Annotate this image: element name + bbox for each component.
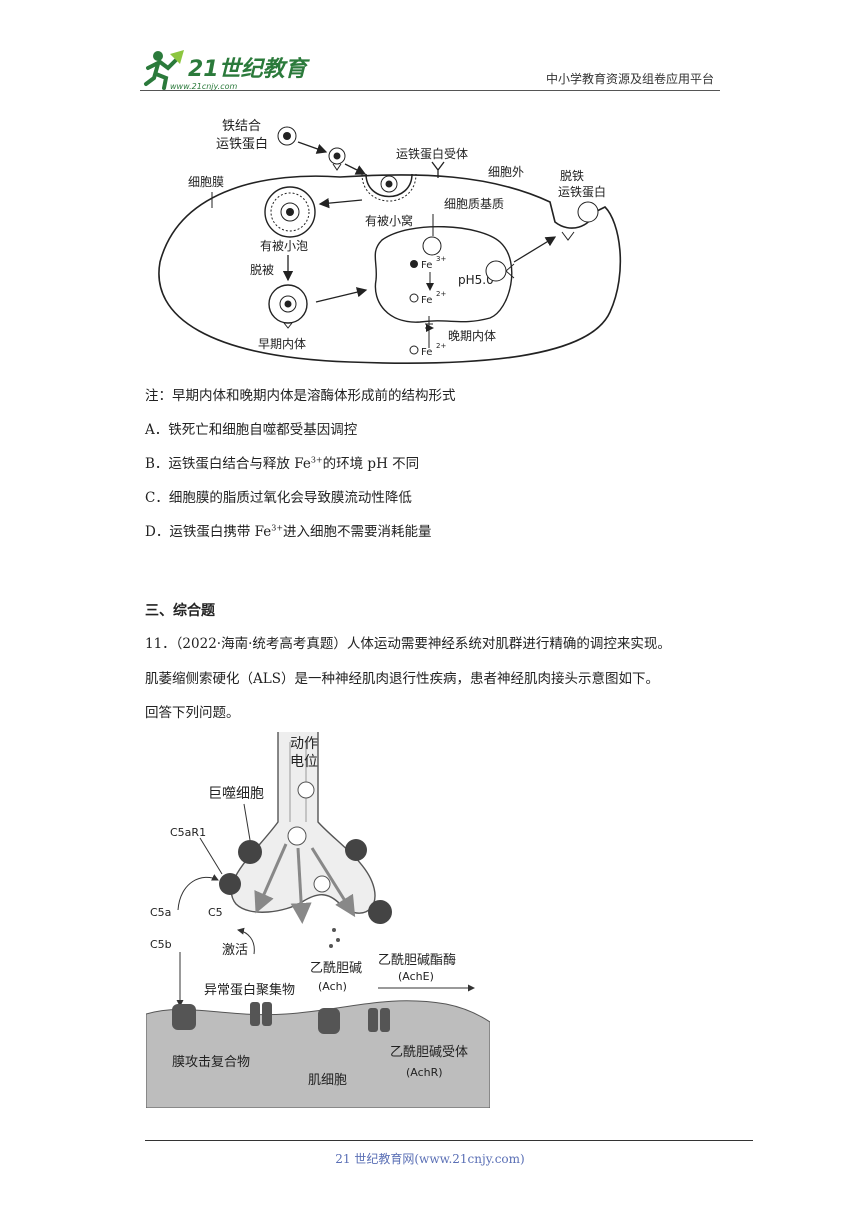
footer-text[interactable]: 21 世纪教育网(www.21cnjy.com)	[335, 1152, 525, 1166]
label-ach-2: (Ach)	[318, 980, 347, 993]
svg-text:Fe: Fe	[421, 347, 432, 358]
late-endosome	[374, 226, 513, 323]
label-macrophage: 巨噬细胞	[208, 786, 264, 802]
label-achr-2: (AchR)	[406, 1066, 443, 1079]
runner-icon	[144, 50, 184, 90]
svg-text:2+: 2+	[436, 290, 446, 298]
muscle-cell	[146, 1000, 490, 1108]
label-c5ar1: C5aR1	[170, 826, 206, 839]
label-muscle: 肌细胞	[308, 1073, 347, 1088]
option-a: A．铁死亡和细胞自噬都受基因调控	[145, 422, 358, 438]
cell-membrane	[158, 174, 622, 364]
label-uncoat: 脱被	[250, 262, 274, 277]
label-c5: C5	[208, 906, 223, 919]
label-apo-1: 脱铁	[560, 168, 584, 183]
label-mac: 膜攻击复合物	[172, 1055, 250, 1070]
label-early-endosome: 早期内体	[258, 337, 306, 351]
label-ph: pH5.0	[458, 273, 494, 287]
label-c5b: C5b	[150, 938, 172, 951]
site-logo: 21世纪教育 www.21cnjy.com	[144, 50, 310, 91]
section-title: 三、综合题	[145, 603, 215, 619]
label-iron-bound: 铁结合	[222, 119, 261, 134]
label-late-endosome: 晚期内体	[448, 329, 496, 343]
label-receptor: 运铁蛋白受体	[396, 146, 468, 161]
svg-text:2+: 2+	[436, 342, 446, 350]
label-coated-vesicle: 有被小泡	[260, 239, 308, 253]
receptor	[431, 161, 445, 178]
coated-pit	[365, 173, 413, 198]
logo-url: www.21cnjy.com	[170, 82, 237, 91]
label-transferrin: 运铁蛋白	[216, 136, 268, 152]
vesicle	[297, 781, 315, 799]
footer-divider	[145, 1140, 753, 1141]
neuromuscular-junction-diagram: 动作 电位 巨噬细胞 C5aR1 C5a C5 C5b 激活 乙酰胆碱 (Ach…	[146, 732, 490, 1108]
achr-receptors	[172, 1002, 390, 1034]
question-line-1: 11．（2022·海南·统考高考真题）人体运动需要神经系统对肌群进行精确的调控来…	[145, 636, 671, 652]
label-aggregates: 异常蛋白聚集物	[204, 982, 295, 998]
label-achr-1: 乙酰胆碱受体	[390, 1045, 468, 1060]
page-header: 21世纪教育 www.21cnjy.com 中小学教育资源及组卷应用平台	[140, 40, 720, 92]
platform-label: 中小学教育资源及组卷应用平台	[545, 72, 714, 86]
label-c5a: C5a	[150, 906, 171, 919]
option-b: B．运铁蛋白结合与释放 Fe3+的环境 pH 不同	[145, 455, 420, 472]
label-ache-1: 乙酰胆碱酯酶	[378, 952, 456, 968]
vesicle	[313, 875, 331, 893]
svg-text:3+: 3+	[436, 255, 446, 263]
label-cytoplasm: 细胞质基质	[444, 197, 504, 211]
option-c: C．细胞膜的脂质过氧化会导致膜流动性降低	[145, 490, 412, 506]
label-coated-pit: 有被小窝	[365, 213, 413, 228]
macrophage-cells	[219, 839, 392, 924]
label-ache-2: (AchE)	[398, 970, 434, 983]
question-line-2: 肌萎缩侧索硬化（ALS）是一种神经肌肉退行性疾病，患者神经肌肉接头示意图如下。	[145, 671, 659, 687]
header-divider	[140, 90, 720, 91]
label-ap-2: 电位	[290, 754, 318, 770]
vesicle	[287, 826, 307, 846]
question-line-3: 回答下列问题。	[145, 705, 240, 721]
label-membrane: 细胞膜	[188, 175, 224, 189]
option-d: D．运铁蛋白携带 Fe3+进入细胞不需要消耗能量	[145, 523, 432, 540]
label-fe3: Fe	[421, 260, 432, 271]
svg-text:Fe: Fe	[421, 295, 432, 306]
transferrin-cycle-diagram: 铁结合 运铁蛋白 有被小窝 运铁蛋白受体 细胞外 细胞质基质 脱铁 运铁蛋白 细…	[158, 119, 622, 364]
logo-text: 21世纪教育	[188, 56, 310, 82]
label-activate: 激活	[222, 943, 248, 958]
apo-transferrin	[577, 201, 599, 223]
figure-note: 注：早期内体和晚期内体是溶酶体形成前的结构形式	[145, 388, 456, 404]
label-extracellular: 细胞外	[488, 165, 524, 179]
label-apo-2: 运铁蛋白	[558, 184, 606, 199]
label-ap-1: 动作	[290, 736, 318, 752]
label-ach-1: 乙酰胆碱	[310, 961, 362, 976]
